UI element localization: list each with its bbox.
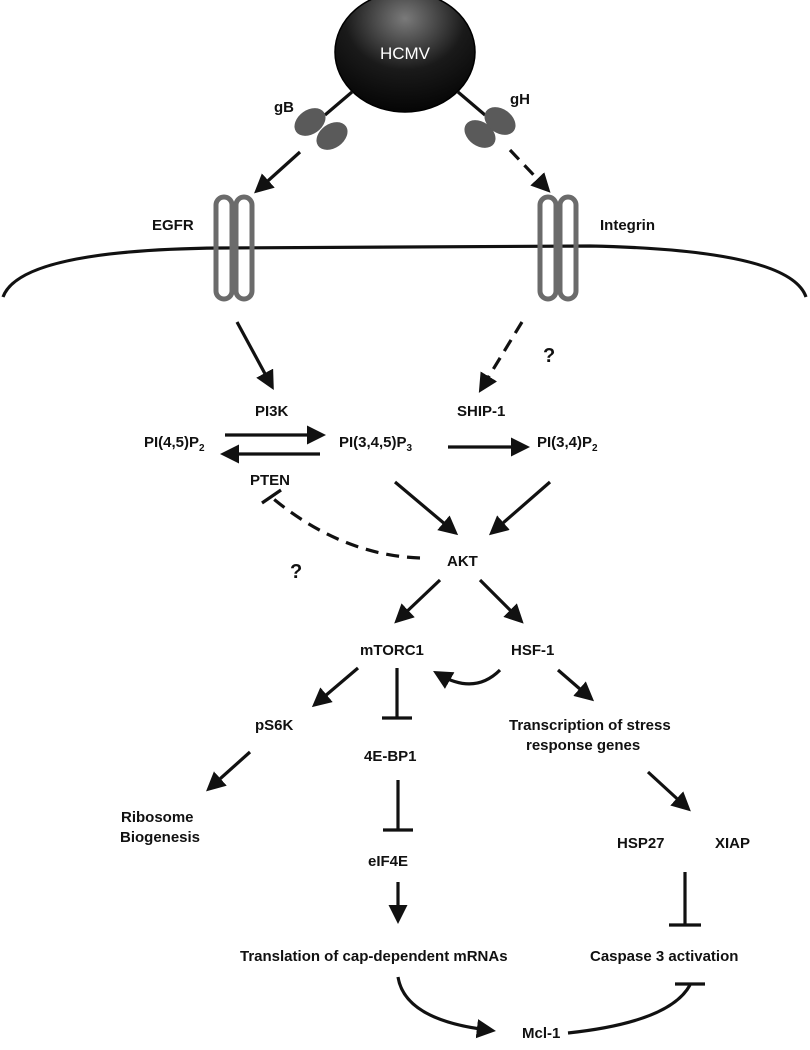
ps6k-label: pS6K (255, 717, 294, 734)
arrow-pi345p3-to-akt (393, 480, 459, 536)
unknown-integrin-link: ? (543, 345, 555, 367)
hsp27-label: HSP27 (617, 835, 665, 852)
pten-label: PTEN (250, 472, 290, 489)
ship1-label: SHIP-1 (457, 403, 505, 420)
hcmv-virion: HCMV (334, 0, 476, 113)
integrin-receptor (537, 194, 579, 302)
arrow-gb-to-egfr (254, 150, 302, 194)
mtorc1-label: mTORC1 (360, 642, 424, 659)
transcription-label-line1: Transcription of stress (509, 717, 671, 734)
egfr-receptor (213, 194, 255, 302)
pten-inhibition-bar (261, 488, 282, 505)
arrow-transcription-to-hsps (646, 770, 691, 812)
egfr-label: EGFR (152, 217, 194, 234)
gb-glycoprotein (294, 108, 348, 150)
eif4e-label: eIF4E (368, 853, 408, 870)
pi45p2-label: PI(4,5)P2 (144, 434, 205, 454)
gb-label: gB (274, 99, 294, 116)
mcl1-label: Mcl-1 (522, 1025, 560, 1042)
virion-body (334, 0, 476, 113)
unknown-pten-link: ? (290, 561, 302, 583)
ribosome-label-line2: Biogenesis (120, 829, 200, 846)
xiap-label: XIAP (715, 835, 750, 852)
arrow-gh-to-integrin (508, 148, 551, 193)
arrow-pi34p2-to-akt (488, 480, 552, 536)
gh-label: gH (510, 91, 530, 108)
4ebp1-label: 4E-BP1 (364, 748, 417, 765)
arrow-ps6k-to-ribosome (206, 750, 252, 792)
cell-membrane (1, 244, 808, 298)
akt-label: AKT (447, 553, 478, 570)
mcl1-inhibits-caspase (567, 984, 692, 1035)
gb-stalk (323, 90, 354, 117)
pi3k-label: PI3K (255, 403, 289, 420)
gh-glycoprotein (464, 107, 516, 148)
arrow-hsf1-to-transcription (556, 668, 595, 702)
gh-stalk (456, 90, 487, 117)
integrin-label: Integrin (600, 217, 655, 234)
arrow-akt-to-hsf1 (478, 578, 524, 624)
arrow-egfr-to-pi3k (235, 321, 274, 391)
translation-label: Translation of cap-dependent mRNAs (240, 948, 508, 965)
arrow-translation-to-mcl1 (396, 976, 496, 1039)
transcription-label-line2: response genes (526, 737, 640, 754)
pi345p3-label: PI(3,4,5)P3 (339, 434, 413, 454)
virion-label: HCMV (380, 44, 431, 63)
pi34p2-label: PI(3,4)P2 (537, 434, 598, 454)
arrow-integrin-to-ship1 (478, 321, 524, 393)
arrow-hsf1-to-mtorc1 (433, 668, 502, 689)
hsf1-label: HSF-1 (511, 642, 554, 659)
arrow-mtorc1-to-ps6k (311, 666, 360, 708)
ribosome-label-line1: Ribosome (121, 809, 194, 826)
caspase-label: Caspase 3 activation (590, 948, 738, 965)
arrow-akt-to-mtorc1 (394, 578, 442, 624)
akt-inhibits-pten (268, 494, 421, 560)
